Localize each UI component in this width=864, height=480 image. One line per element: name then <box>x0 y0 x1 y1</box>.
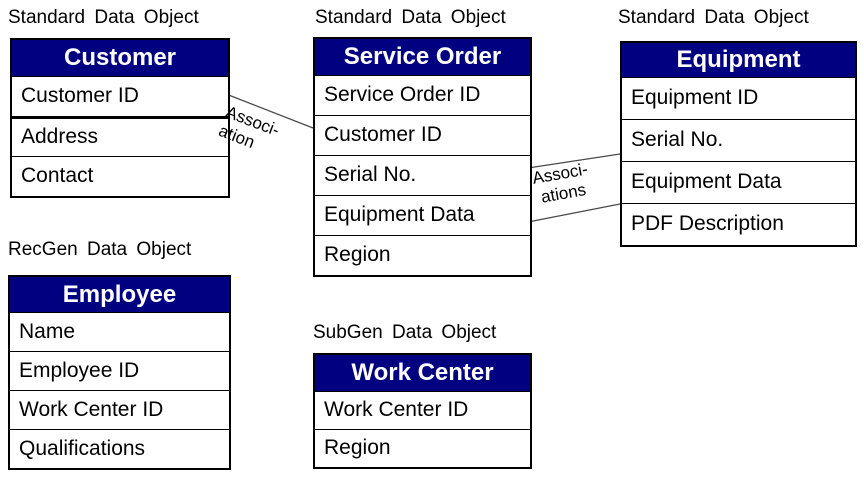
table-row: Service Order ID <box>315 75 530 115</box>
object-type-label-customer: Standard Data Object <box>8 7 199 28</box>
customer-table-title: Customer <box>12 40 228 76</box>
table-row: Qualifications <box>10 429 229 468</box>
table-row: Customer ID <box>12 76 228 116</box>
table-row: Contact <box>12 156 228 196</box>
table-row: Work Center ID <box>10 390 229 429</box>
object-type-label-equipment: Standard Data Object <box>618 7 809 28</box>
object-type-label-employee: RecGen Data Object <box>8 239 192 260</box>
association-line-serviceorder-equipment-lower <box>527 203 621 223</box>
table-row: Work Center ID <box>315 391 530 429</box>
work-center-table-title: Work Center <box>315 355 530 391</box>
table-row: Region <box>315 429 530 467</box>
table-row: Address <box>12 116 228 156</box>
employee-table-title: Employee <box>10 277 229 312</box>
object-type-label-service-order: Standard Data Object <box>315 7 506 28</box>
equipment-table-title: Equipment <box>622 43 855 77</box>
table-row: Customer ID <box>315 115 530 155</box>
table-row: Name <box>10 312 229 351</box>
association-line-serviceorder-equipment-upper <box>527 153 621 169</box>
table-row: Equipment ID <box>622 77 855 119</box>
table-row: Region <box>315 235 530 275</box>
object-type-label-work-center: SubGen Data Object <box>313 322 497 343</box>
table-row: Serial No. <box>622 119 855 161</box>
association-line-customer-serviceorder <box>225 93 314 129</box>
table-row: Serial No. <box>315 155 530 195</box>
table-row: PDF Description <box>622 203 855 245</box>
table-row: Equipment Data <box>622 161 855 203</box>
service-order-table-title: Service Order <box>315 39 530 75</box>
table-row: Employee ID <box>10 351 229 390</box>
table-row: Equipment Data <box>315 195 530 235</box>
